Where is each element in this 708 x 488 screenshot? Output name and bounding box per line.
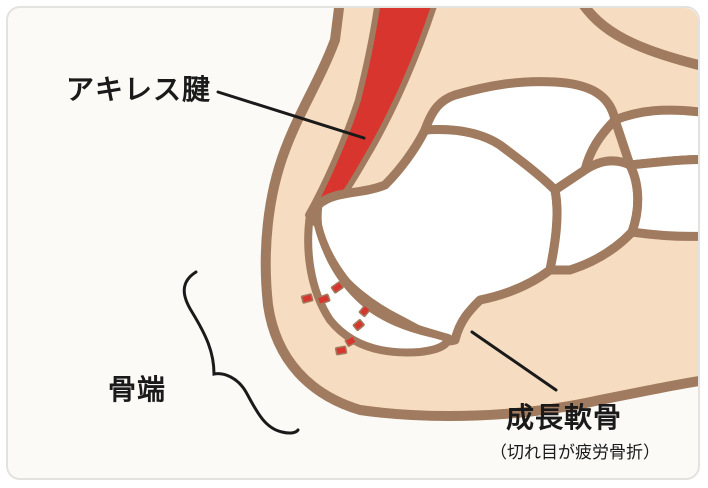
bone-end-label: 骨端 (108, 373, 167, 406)
cuneiform-lower (625, 154, 698, 241)
growth-cartilage-note: （切れ目が疲労骨折） (490, 443, 660, 463)
achilles-leader-line (216, 90, 366, 140)
fracture-marks (300, 281, 371, 356)
growth-plate-line (315, 222, 453, 341)
growth-cartilage-leader-line (470, 330, 558, 392)
bone-end-brace (182, 270, 300, 435)
growth-cartilage-label: 成長軟骨 (506, 401, 623, 434)
dorsum-outline (575, 8, 698, 75)
achilles-tendon-label: アキレス腱 (66, 73, 212, 106)
